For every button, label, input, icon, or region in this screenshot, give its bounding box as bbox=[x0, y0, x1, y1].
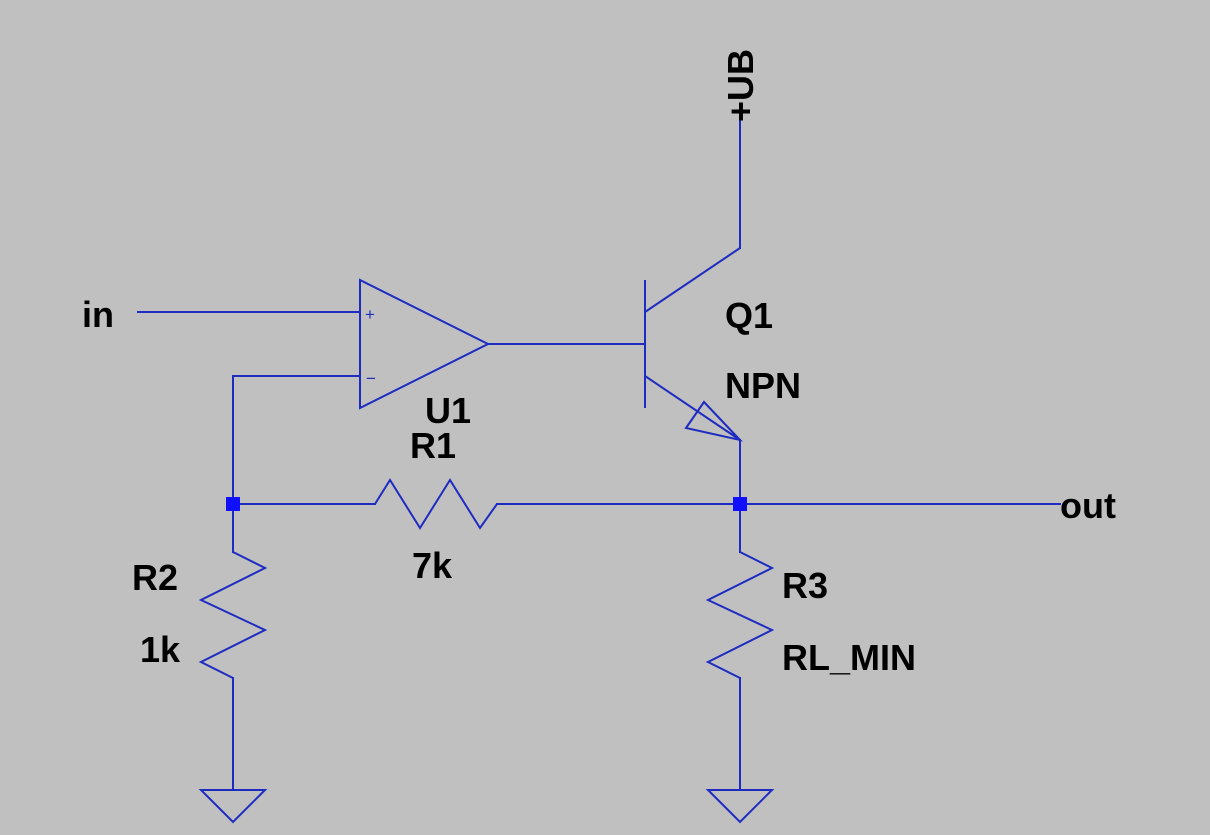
transistor-emitter-lead bbox=[644, 375, 741, 441]
opamp-minus-pin: − bbox=[366, 369, 376, 388]
transistor-ref-label: Q1 bbox=[725, 295, 773, 336]
ground-icon bbox=[705, 789, 775, 824]
net-label-in: in bbox=[82, 294, 114, 335]
resistor-r1[interactable] bbox=[374, 478, 498, 530]
junction-dot bbox=[733, 497, 747, 511]
opamp-plus-pin: + bbox=[365, 305, 375, 324]
r3-ref-label: R3 bbox=[782, 565, 828, 606]
transistor-q1[interactable] bbox=[644, 247, 743, 442]
transistor-collector-lead bbox=[644, 247, 741, 313]
opamp-ref-label: U1 bbox=[425, 390, 471, 431]
resistor-r3[interactable] bbox=[705, 551, 775, 679]
resistor-r2[interactable] bbox=[198, 551, 268, 679]
junction-dot bbox=[226, 497, 240, 511]
transistor-type-label: NPN bbox=[725, 365, 801, 406]
r1-ref-label: R1 bbox=[410, 425, 456, 466]
net-label-out: out bbox=[1060, 485, 1116, 526]
emitter-arrow-icon bbox=[684, 400, 743, 442]
r1-value-label: 7k bbox=[412, 545, 453, 586]
opamp-u1[interactable]: + − bbox=[359, 278, 491, 410]
r3-value-label: RL_MIN bbox=[782, 637, 916, 678]
wire-feedback-minus bbox=[232, 375, 361, 505]
r2-ref-label: R2 bbox=[132, 557, 178, 598]
net-label-supply: +UB bbox=[720, 49, 761, 122]
ground-icon bbox=[198, 789, 268, 824]
r2-value-label: 1k bbox=[140, 629, 181, 670]
opamp-triangle-icon bbox=[359, 278, 491, 410]
